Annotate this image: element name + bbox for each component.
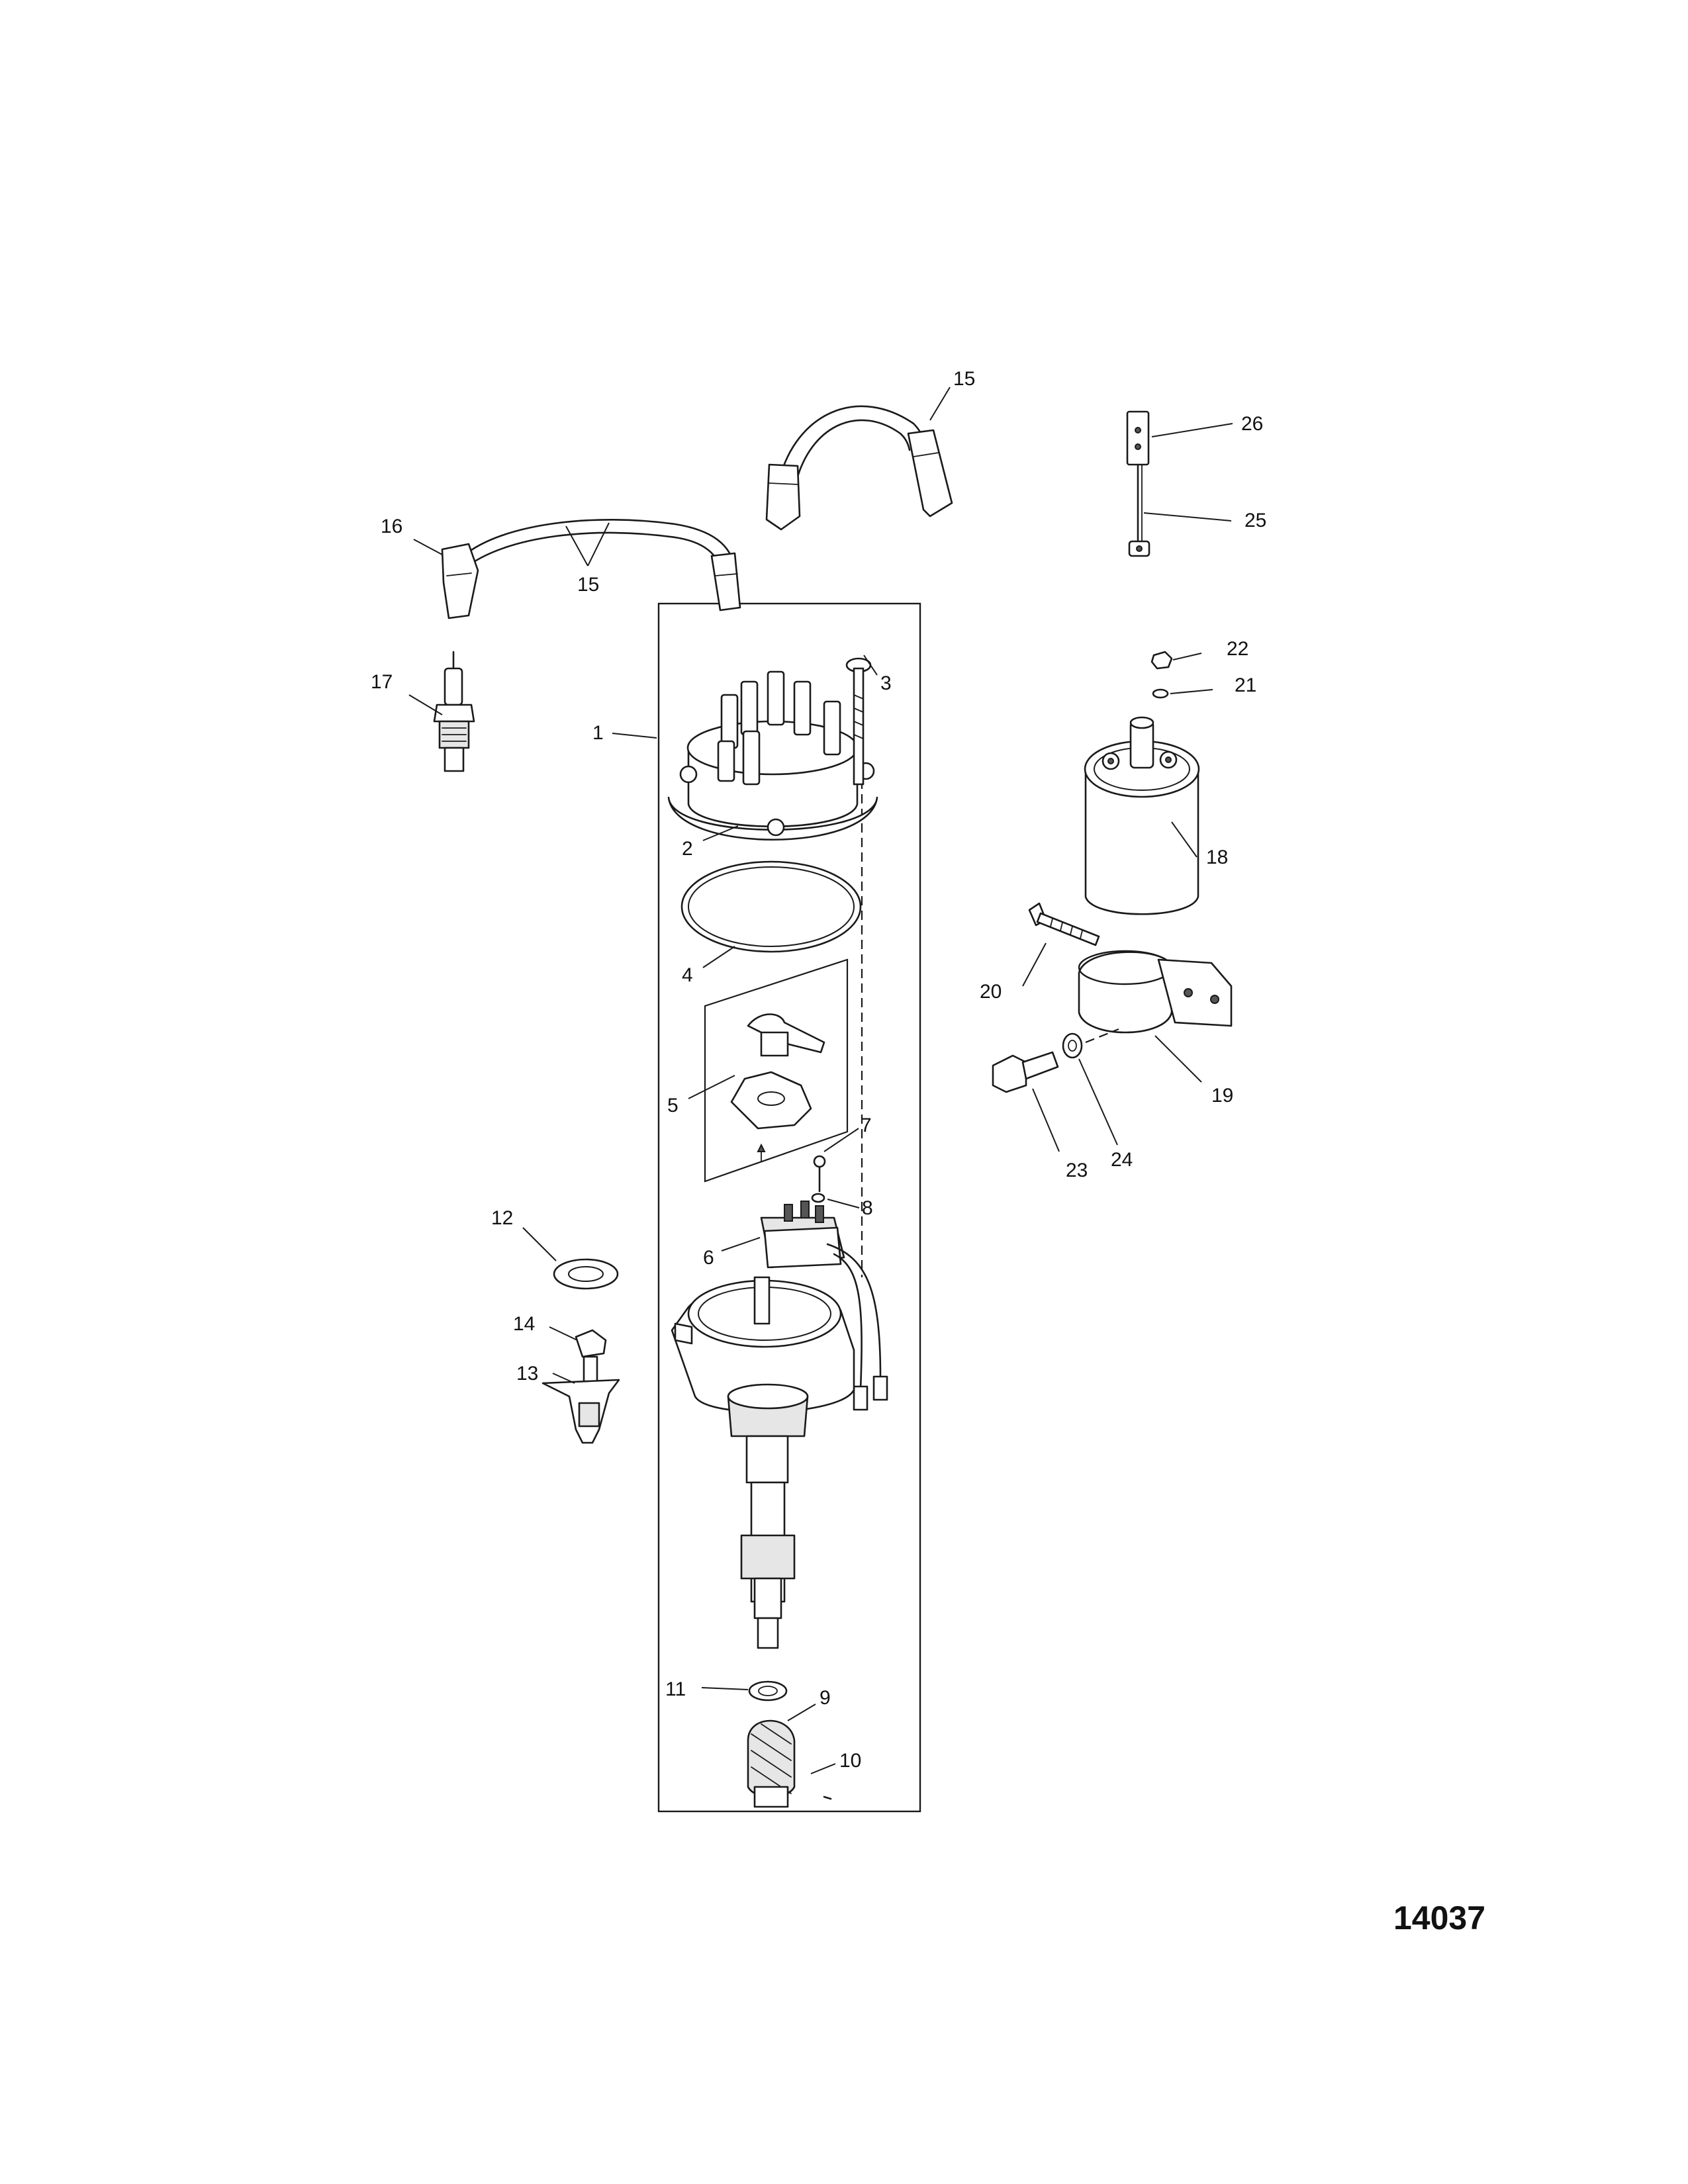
callout-12: 12 — [491, 1207, 513, 1229]
roll-pin — [823, 1796, 832, 1800]
callout-13: 13 — [516, 1363, 538, 1385]
coil-terminal-washer — [1152, 688, 1169, 699]
callout-8: 8 — [862, 1197, 873, 1219]
bracket-lockwasher — [1062, 1032, 1083, 1059]
callout-22: 22 — [1227, 638, 1248, 660]
coil-terminal-nut — [1150, 651, 1173, 670]
callout-20: 20 — [980, 981, 1002, 1003]
cap-hold-down-screw — [845, 657, 872, 786]
callout-7: 7 — [861, 1115, 872, 1136]
callout-14: 14 — [513, 1313, 535, 1335]
ground-strap — [1126, 410, 1150, 557]
spark-plug — [433, 651, 475, 772]
sealing-ring — [553, 1258, 619, 1290]
callout-25: 25 — [1244, 510, 1266, 531]
hold-down-clamp — [541, 1379, 620, 1444]
bracket-mounting-bolt — [992, 1051, 1059, 1093]
callout-21: 21 — [1235, 674, 1256, 696]
callout-18: 18 — [1206, 846, 1228, 868]
spark-plug-wire-left — [441, 518, 741, 619]
module-washer — [811, 1193, 825, 1203]
callout-16: 16 — [381, 516, 402, 537]
callout-15-left: 15 — [577, 574, 599, 596]
distributor-housing — [671, 1276, 855, 1649]
leader-lines — [408, 387, 1233, 1774]
callout-17: 17 — [371, 671, 393, 693]
shaft-washer — [748, 1680, 788, 1702]
callout-5: 5 — [667, 1095, 679, 1116]
coil-bracket — [1078, 950, 1233, 1034]
hold-down-bolt — [575, 1329, 607, 1385]
bracket-dashed-line — [1085, 1028, 1119, 1044]
callout-15-top: 15 — [953, 368, 975, 390]
cap-gasket — [680, 860, 862, 953]
callout-26: 26 — [1241, 413, 1263, 435]
ignition-module — [760, 1201, 888, 1411]
callout-6: 6 — [703, 1247, 714, 1269]
callout-3: 3 — [880, 672, 892, 694]
rotor-kit — [704, 958, 849, 1183]
ignition-coil — [1084, 716, 1200, 915]
callout-4: 4 — [682, 964, 693, 986]
callout-labels: 1 2 3 4 5 6 7 8 9 10 11 12 13 14 15 15 1… — [371, 368, 1266, 1772]
callout-10: 10 — [839, 1750, 861, 1772]
callout-19: 19 — [1211, 1085, 1233, 1107]
callout-2: 2 — [682, 838, 693, 860]
callout-24: 24 — [1111, 1149, 1133, 1171]
module-screw — [813, 1155, 826, 1193]
distributor-cap — [667, 670, 878, 841]
callout-1: 1 — [592, 722, 604, 744]
assembly-frame — [657, 602, 921, 1813]
spark-plug-wire-top — [765, 405, 953, 531]
callout-11: 11 — [665, 1678, 686, 1700]
callout-9: 9 — [820, 1687, 831, 1709]
callout-23: 23 — [1066, 1160, 1088, 1181]
drive-gear — [747, 1719, 796, 1808]
coil-bracket-bolt — [1028, 902, 1100, 946]
figure-id: 14037 — [1393, 1899, 1485, 1936]
